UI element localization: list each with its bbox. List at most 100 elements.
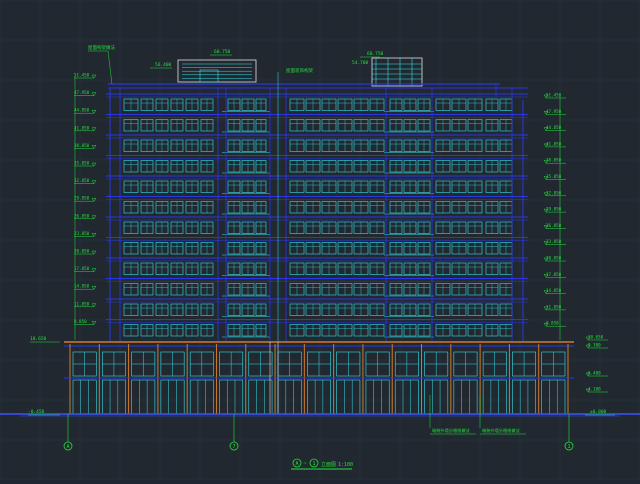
elevation-label: 44.850 [546,125,562,130]
elevation-label: 9.300 [588,343,601,348]
elevation-marker [91,145,97,149]
elevation-label: 47.950 [546,109,562,114]
elevation-mark-left: 41.850 [74,125,97,132]
elevation-label: 6.400 [588,371,601,376]
elevation-mark-right: 8.850 [543,321,566,327]
svg-text:~: ~ [303,461,306,467]
elevation-label: 23.850 [74,231,90,236]
shopfront-lower [365,379,390,415]
elevation-mark-right: 38.850 [543,158,566,164]
elevation-mark-right: 32.850 [543,190,566,197]
bottom-note-1: 暗装外墙分格线做法 [432,427,470,434]
shopfront-lower [101,379,126,415]
elevation-mark-left: 14.850 [74,284,97,290]
elevation-mark-left: 23.850 [74,231,97,237]
elevation-marker [543,225,549,229]
tower-elevation [106,57,528,342]
elevation-label: 17.850 [546,272,562,277]
elevation-marker [91,250,97,255]
axis-bubble-7[interactable] [229,441,239,451]
title-label: 立面图 [321,461,336,468]
elevation-marker [91,285,97,290]
elevation-label: 38.850 [546,158,562,163]
elevation-marker [543,143,549,148]
elevation-label: 14.850 [546,288,562,293]
roof-door [199,69,219,83]
elevation-mark-right: 14.850 [543,288,566,295]
roof-level-c: 56.400 [155,62,172,68]
elevation-marker [91,109,97,114]
elevation-mark-right: 26.850 [543,223,566,229]
elevation-label: 35.850 [74,161,90,166]
elevation-marker [91,233,97,237]
elevation-label: 11.850 [546,304,562,309]
elevation-marker [91,162,97,167]
elevation-marker [543,274,549,278]
elevation-label: 41.850 [546,141,562,146]
shopfront-lower [424,379,449,415]
elevation-mark-left: 38.850 [74,143,97,149]
podium-elevation [0,341,640,417]
roof-frame-right [371,57,423,87]
elevation-label: 38.850 [74,143,90,148]
shopfront-lower [219,379,244,415]
elevation-marker [543,192,549,197]
axis-label-1: 1 [567,444,570,450]
axis-bubble-a[interactable] [63,441,73,451]
drawing-title: A ~ 1 立面图 1:100 [291,458,353,470]
shopfront-lower [160,379,185,415]
elevation-mark-right: 17.850 [543,272,566,278]
elevation-marker [543,176,549,180]
elevation-mark-left: 8.850 [74,319,97,325]
elevation-mark-right: 35.850 [543,174,566,180]
elevation-marker [91,303,97,308]
elevation-mark-right: 20.850 [543,256,566,262]
elevation-marker [543,94,549,99]
elevation-label: 14.850 [74,284,90,289]
title-scale: 1:100 [338,462,353,468]
shopfront-lower [248,379,273,415]
elevation-label: 26.850 [74,213,90,218]
elevation-mark-left: 35.850 [74,161,97,167]
elevation-label: 8.850 [546,321,559,326]
elevation-label: 51.450 [74,73,90,78]
elevation-marker [543,290,549,295]
shopfront-lower [336,379,361,415]
leader [107,50,113,85]
elevation-mark-left: 32.850 [74,178,97,185]
elevation-mark-podium: 4.100 [585,387,608,393]
ground-level-left: -0.450 [28,409,45,415]
elevation-label: 29.850 [74,196,90,201]
elevation-mark-right: 44.850 [543,125,566,132]
elevation-marker [543,127,549,132]
elevation-label: 47.950 [74,90,90,95]
axis-label-7: 7 [232,444,235,450]
elevation-label: 51.450 [546,93,562,98]
elevation-label: 20.850 [546,256,562,261]
elevation-mark-right: 41.850 [543,141,566,148]
elevation-marker [585,336,591,341]
elevation-mark-left: 20.850 [74,249,97,255]
elevation-mark-right: 47.950 [543,109,566,115]
elevation-label: 17.850 [74,266,90,271]
elevation-marker [543,241,549,246]
elevation-mark-right: 29.850 [543,207,566,213]
elevation-label: 41.850 [74,125,90,130]
elevation-label: 8.850 [74,319,87,324]
elevation-label: 35.850 [546,174,562,179]
title-axis-start: A [295,461,298,467]
elevation-mark-podium: 9.300 [585,343,608,349]
elevation-mark-left: 47.950 [74,90,97,97]
shopfront-lower [541,379,566,415]
elevation-label: 10.650 [588,335,604,340]
elevation-mark-left: 44.850 [74,108,97,114]
shopfront-lower [307,379,331,415]
axis-label-a: A [66,444,69,450]
axis-bubble-1[interactable] [564,441,574,451]
elevation-marker [91,321,97,325]
elevation-mark-right: 11.850 [543,304,566,311]
roof-level-b: 60.750 [367,51,384,57]
annotations: 51.450 47.950 44.850 41.850 38.850 35.850 32.8… [28,50,615,435]
